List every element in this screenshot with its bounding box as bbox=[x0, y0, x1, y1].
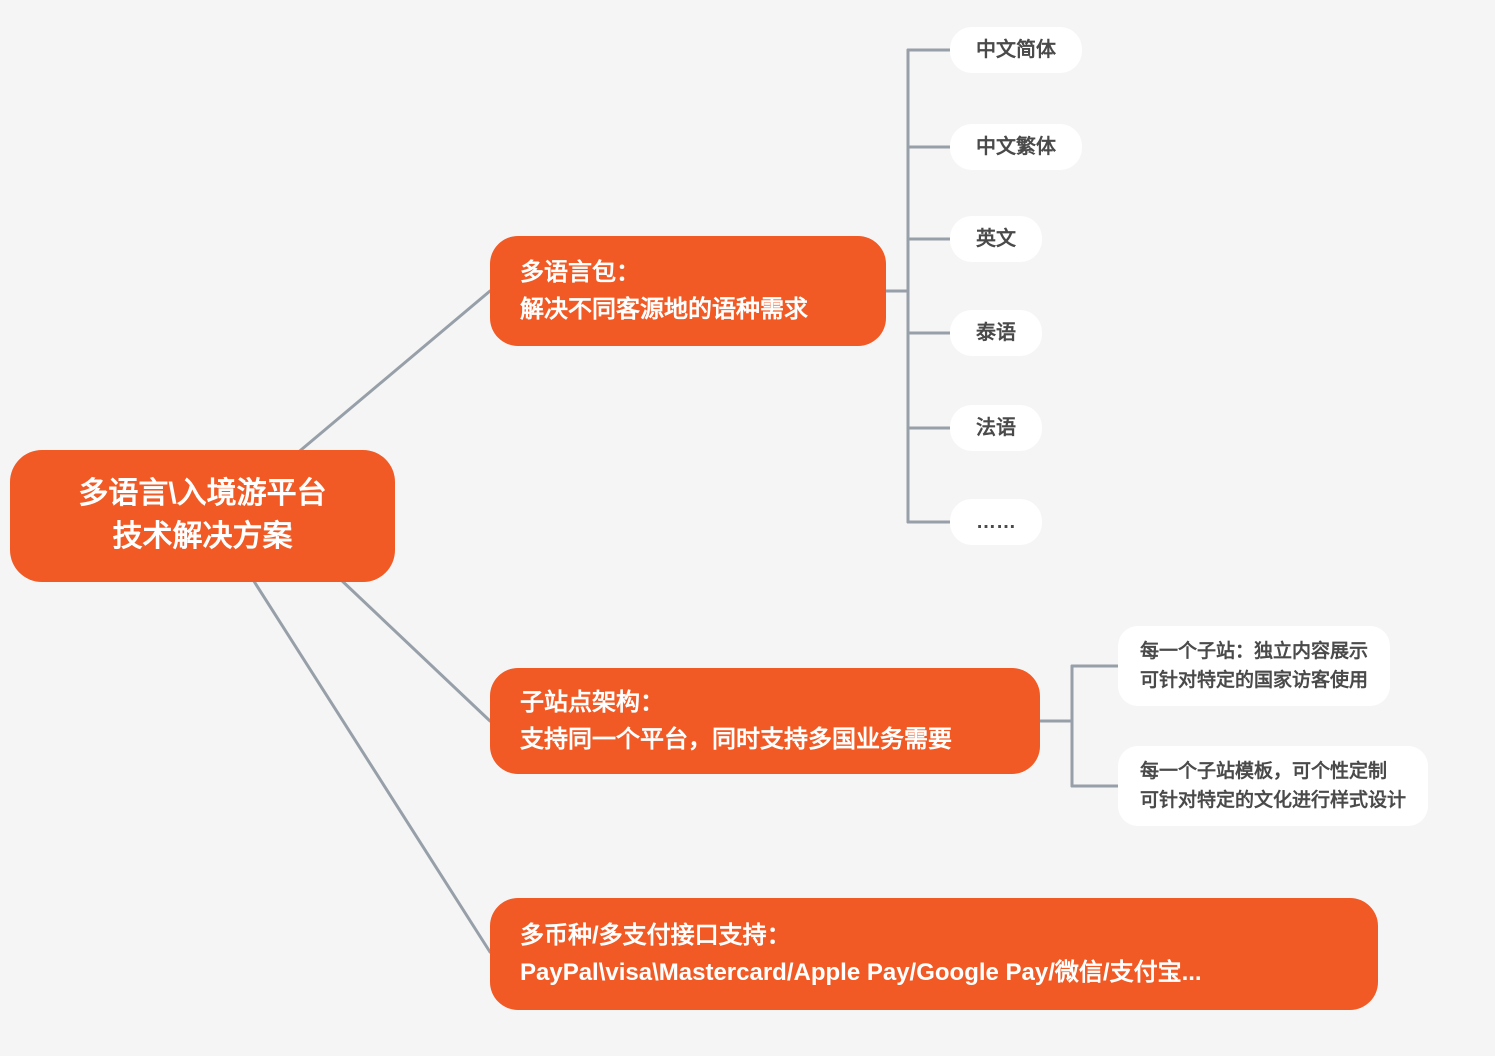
branch-subsite-desc: 支持同一个平台，同时支持多国业务需要 bbox=[520, 726, 952, 753]
branch-payment-title: 多币种/多支付接口支持： bbox=[520, 921, 791, 949]
root-node[interactable]: 多语言\入境游平台 技术解决方案 bbox=[10, 450, 395, 582]
branch-language-pack-title: 多语言包： bbox=[520, 258, 640, 286]
child-node-english[interactable]: 英文 bbox=[950, 216, 1042, 262]
root-node-line1: 多语言\入境游平台 bbox=[78, 477, 327, 511]
child-node-thai[interactable]: 泰语 bbox=[950, 310, 1042, 356]
child-node-french[interactable]: 法语 bbox=[950, 405, 1042, 451]
connector-root-branch3 bbox=[248, 573, 492, 954]
connector-root-branch1 bbox=[293, 289, 492, 457]
branch-subsite-title: 子站点架构： bbox=[520, 688, 664, 716]
branch-language-pack-desc: 解决不同客源地的语种需求 bbox=[520, 296, 808, 323]
child-node-simplified-chinese[interactable]: 中文简体 bbox=[950, 27, 1082, 73]
child-node-subsite-template[interactable]: 每一个子站模板，可个性定制 可针对特定的文化进行样式设计 bbox=[1118, 746, 1429, 826]
child-node-ellipsis[interactable]: …… bbox=[950, 499, 1042, 545]
child-node-traditional-chinese[interactable]: 中文繁体 bbox=[950, 124, 1082, 170]
child-line2: 可针对特定的国家访客使用 bbox=[1140, 670, 1369, 691]
child-line1: 每一个子站：独立内容展示 bbox=[1140, 641, 1369, 662]
child-label: …… bbox=[976, 511, 1016, 533]
branch-node-language-pack[interactable]: 多语言包： 解决不同客源地的语种需求 bbox=[490, 236, 886, 346]
child-line1: 每一个子站模板，可个性定制 bbox=[1140, 761, 1388, 782]
child-label: 英文 bbox=[976, 228, 1016, 250]
child-label: 中文简体 bbox=[976, 39, 1056, 61]
branch-payment-desc: PayPal\visa\Mastercard/Apple Pay/Google … bbox=[520, 959, 1202, 986]
child-label: 中文繁体 bbox=[976, 136, 1056, 158]
connector-root-branch2 bbox=[318, 558, 492, 723]
root-node-line2: 技术解决方案 bbox=[112, 520, 293, 553]
child-node-subsite-content[interactable]: 每一个子站：独立内容展示 可针对特定的国家访客使用 bbox=[1118, 626, 1391, 706]
child-label: 泰语 bbox=[976, 322, 1016, 344]
child-line2: 可针对特定的文化进行样式设计 bbox=[1140, 790, 1407, 811]
child-label: 法语 bbox=[976, 417, 1016, 439]
branch-node-subsite-architecture[interactable]: 子站点架构： 支持同一个平台，同时支持多国业务需要 bbox=[490, 668, 1040, 774]
branch-node-payment-support[interactable]: 多币种/多支付接口支持： PayPal\visa\Mastercard/Appl… bbox=[490, 898, 1378, 1010]
